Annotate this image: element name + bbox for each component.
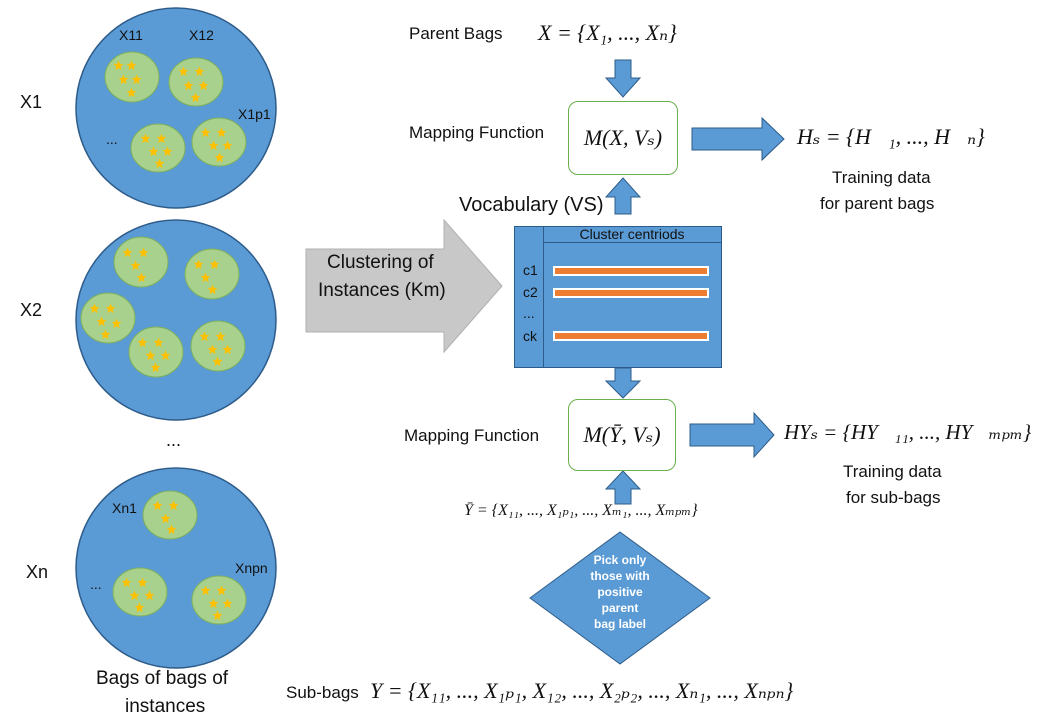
- subbag-xn-a: [112, 567, 168, 617]
- parent-bags-formula: X = {X₁, ..., Xₙ}: [538, 20, 677, 45]
- subbag-x1p1: [191, 117, 247, 167]
- vocabulary-table: Cluster centriods c1 c2 ... ck: [514, 226, 722, 368]
- centroid-bar-c2: [553, 288, 709, 298]
- arrow-bottom-mapping-to-output: [689, 411, 775, 459]
- diamond-line-5: bag label: [593, 617, 646, 631]
- mapping-bottom-caption-line1: Training data: [843, 462, 942, 481]
- subbag-x1-a: [130, 123, 186, 173]
- diamond-line-4: parent: [601, 601, 639, 615]
- parent-bags-label: Parent Bags: [409, 24, 503, 43]
- mapping-top-output: Hₛ = {H⃗₁, ..., H⃗ₙ}: [797, 124, 985, 149]
- mapping-top-caption-line1: Training data: [832, 168, 931, 187]
- subbag-x12: [168, 57, 224, 107]
- subbags-formula: Y = {X₁₁, ..., X₁ₚ₁, X₁₂, ..., X₂ₚ₂, ...…: [370, 678, 794, 703]
- mapping-bottom-output: HYₛ = {HY⃗₁₁, ..., HY⃗ₘₚₘ}: [784, 420, 1032, 444]
- bag-xn: [75, 467, 277, 669]
- subbag-x2-4: [128, 326, 184, 378]
- bag-x1-ellipsis: ...: [106, 131, 118, 147]
- vocabulary-label: Vocabulary (VS): [459, 194, 604, 216]
- subbag-label-x12: X12: [189, 27, 214, 43]
- clustering-arrow: [305, 218, 503, 354]
- centroid-bar-c1: [553, 266, 709, 276]
- mapping-bottom-caption-line2: for sub-bags: [846, 488, 941, 507]
- bags-caption-line2: instances: [125, 696, 206, 717]
- bag-xn-ellipsis: ...: [90, 576, 102, 592]
- arrow-vocab-to-top-mapping: [604, 177, 642, 215]
- bag-label-x1: X1: [20, 92, 43, 112]
- subbag-x11: [104, 51, 160, 103]
- vocabulary-header: Cluster centriods: [543, 227, 721, 243]
- subbag-label-x1p1: X1p1: [238, 106, 271, 122]
- centroid-label-c2: c2: [523, 284, 538, 300]
- subbag-label-xn1: Xn1: [112, 500, 137, 516]
- centroid-label-ck: ck: [523, 328, 537, 344]
- mapping-bottom-label: Mapping Function: [404, 426, 540, 445]
- subbag-x2-2: [184, 248, 240, 300]
- filter-diamond: [529, 531, 711, 665]
- arrow-parent-to-mapping: [604, 59, 642, 98]
- subbag-x2-5: [190, 320, 246, 372]
- subbag-label-x11: X11: [119, 27, 143, 43]
- mapping-top-label: Mapping Function: [409, 123, 545, 142]
- mapping-bottom-box: M(Ȳ, Vₛ): [568, 399, 676, 471]
- arrow-ybar-to-bottom-mapping: [604, 470, 642, 505]
- ybar-formula: Ȳ = {X₁₁, ..., X₁ₚ₁, ..., Xₘ₁, ..., Xₘₚₘ…: [464, 502, 698, 519]
- clustering-label-line2: Instances (Km): [318, 280, 446, 301]
- mapping-top-formula: M(X, Vₛ): [583, 125, 663, 150]
- subbag-x2-3: [80, 292, 136, 344]
- subbag-label-xnpn: Xnpn: [235, 560, 268, 576]
- diamond-line-1: Pick only: [593, 553, 647, 567]
- subbags-label: Sub-bags: [286, 683, 359, 702]
- diamond-line-2: those with: [590, 569, 650, 583]
- arrow-top-mapping-to-output: [691, 116, 785, 162]
- centroid-bar-ck: [553, 331, 709, 341]
- centroid-label-c1: c1: [523, 262, 538, 278]
- mapping-top-box: M(X, Vₛ): [568, 101, 678, 175]
- bag-x1: [75, 7, 277, 209]
- subbag-x2-1: [113, 236, 169, 288]
- subbag-xn1: [142, 490, 198, 540]
- bags-caption-line1: Bags of bags of: [96, 668, 229, 689]
- mapping-bottom-formula: M(Ȳ, Vₛ): [583, 422, 661, 447]
- centroid-label-ellipsis: ...: [523, 305, 535, 321]
- vocabulary-divider: [543, 227, 544, 367]
- mapping-top-caption-line2: for parent bags: [820, 194, 935, 213]
- diamond-line-3: positive: [597, 585, 643, 599]
- bags-middle-ellipsis: ...: [166, 430, 182, 450]
- filter-diamond-text: Pick only those with positive parent bag…: [574, 552, 666, 632]
- bag-x2: [75, 219, 277, 421]
- subbag-xnpn: [191, 575, 247, 625]
- arrow-vocab-to-bottom-mapping: [604, 367, 642, 399]
- bag-label-xn: Xn: [26, 562, 49, 582]
- bag-label-x2: X2: [20, 300, 43, 320]
- clustering-label-line1: Clustering of: [327, 252, 434, 273]
